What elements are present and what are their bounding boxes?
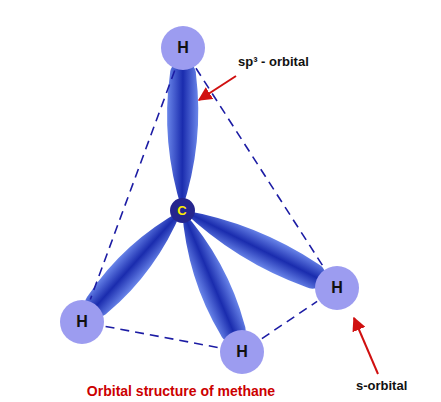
leader-arrow (354, 318, 378, 374)
atom-symbol: H (331, 279, 343, 297)
leader-arrow (199, 76, 236, 100)
dashed-tetrahedron-edge (106, 326, 219, 347)
atom-symbol: H (76, 313, 88, 331)
dashed-tetrahedron-edge (90, 71, 174, 300)
hydrogen-atom: H (315, 266, 359, 310)
dashed-tetrahedron-edge (262, 301, 317, 338)
orbital-label: sp³ - orbital (238, 54, 309, 69)
atom-symbol: C (177, 203, 186, 218)
caption: Orbital structure of methane (87, 383, 275, 399)
hydrogen-atom: H (161, 26, 205, 70)
atom-symbol: H (236, 343, 248, 361)
orbital-label: s-orbital (356, 378, 407, 393)
carbon-atom: C (170, 198, 195, 223)
dashed-tetrahedron-edge (196, 68, 324, 268)
hydrogen-atom: H (60, 300, 104, 344)
hydrogen-atom: H (220, 330, 264, 374)
sp3-orbital-lobe (78, 61, 331, 348)
atom-symbol: H (177, 39, 189, 57)
